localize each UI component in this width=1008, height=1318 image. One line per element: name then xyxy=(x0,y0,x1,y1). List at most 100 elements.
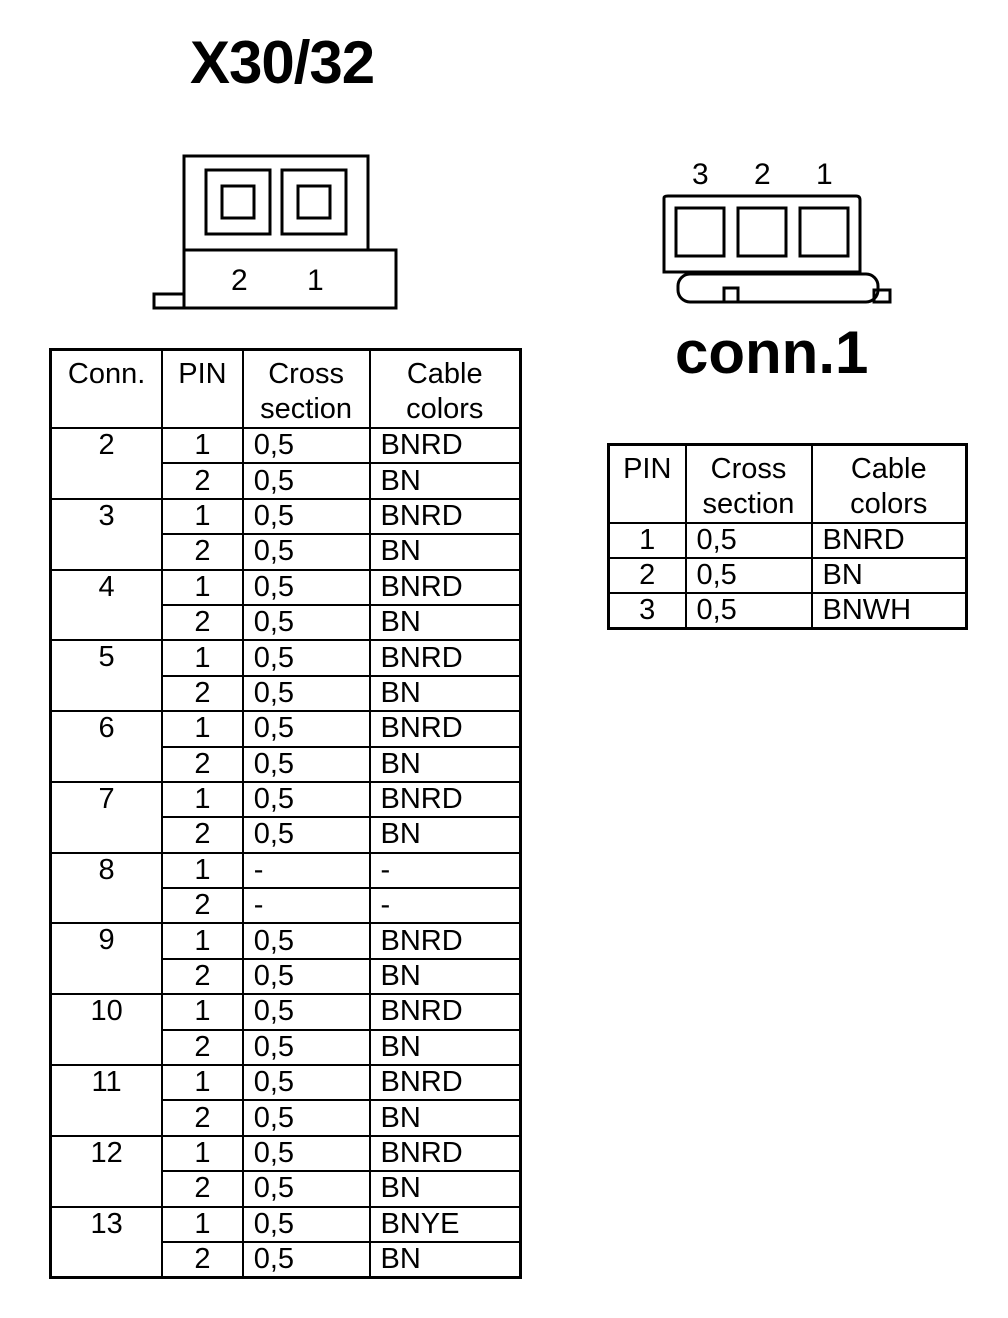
section-cell: 0,5 xyxy=(241,745,371,783)
section-cell: 0,5 xyxy=(241,639,371,677)
pin-cell: 2 xyxy=(161,603,244,642)
conn-cell: 3 xyxy=(49,497,164,571)
color-cell: BN xyxy=(368,1240,522,1279)
section-cell: 0,5 xyxy=(241,957,371,996)
conn1-pin-label: 2 xyxy=(754,158,771,191)
color-cell: - xyxy=(368,887,522,925)
color-cell: BN xyxy=(368,533,522,571)
pin-cell: 1 xyxy=(161,922,244,960)
section-cell: 0,5 xyxy=(241,497,371,536)
pin-cell: 3 xyxy=(607,592,687,629)
color-cell: BNYE xyxy=(368,1205,522,1243)
conn-cell: 2 xyxy=(49,427,164,500)
pin-cell: 2 xyxy=(161,745,244,783)
header-cable-colors: Cable colors xyxy=(368,348,522,429)
x30-32-title: X30/32 xyxy=(190,29,375,96)
color-cell: BNWH xyxy=(810,592,968,629)
conn-cell: 4 xyxy=(49,568,164,642)
pin-cell: 2 xyxy=(161,1028,244,1067)
section-cell: 0,5 xyxy=(241,533,371,571)
x30-pin-label: 1 xyxy=(307,264,324,297)
pin-cell: 1 xyxy=(161,639,244,677)
color-cell: BNRD xyxy=(368,710,522,748)
section-cell: - xyxy=(241,851,371,890)
x30-connector-drawing: 2 1 xyxy=(152,154,398,310)
pin-cell: 1 xyxy=(161,1134,244,1173)
color-cell: BNRD xyxy=(368,922,522,960)
pin-cell: 2 xyxy=(161,1170,244,1208)
section-cell: 0,5 xyxy=(241,780,371,819)
pin-cell: 1 xyxy=(161,1064,244,1102)
table-row: 1 0,5 BNRD xyxy=(607,522,968,559)
section-cell: 0,5 xyxy=(241,1170,371,1208)
table-row: 2 0,5 BN xyxy=(607,557,968,594)
conn-cell: 10 xyxy=(49,993,164,1067)
table-row: 3 0,5 BNWH xyxy=(607,592,968,629)
conn-cell: 11 xyxy=(49,1064,164,1137)
conn1-pin-label: 1 xyxy=(816,158,833,191)
color-cell: BNRD xyxy=(368,568,522,606)
color-cell: BNRD xyxy=(368,426,522,465)
section-cell: 0,5 xyxy=(241,462,371,500)
section-cell: 0,5 xyxy=(241,1205,371,1243)
color-cell: BNRD xyxy=(368,1064,522,1102)
section-cell: 0,5 xyxy=(241,603,371,642)
pin-cell: 1 xyxy=(161,851,244,890)
section-cell: 0,5 xyxy=(684,557,813,594)
section-cell: - xyxy=(241,887,371,925)
pin-cell: 1 xyxy=(607,522,687,559)
conn-cell: 5 xyxy=(49,639,164,713)
header-cross-section: Cross section xyxy=(241,348,371,429)
color-cell: BN xyxy=(368,745,522,783)
pin-cell: 2 xyxy=(161,957,244,996)
pin-cell: 2 xyxy=(161,1240,244,1279)
pin-cell: 1 xyxy=(161,993,244,1031)
header-pin: PIN xyxy=(607,443,687,524)
pin-cell: 1 xyxy=(161,497,244,536)
section-cell: 0,5 xyxy=(684,522,813,559)
table-row: 2-- xyxy=(51,887,522,925)
conn-cell: 7 xyxy=(49,780,164,854)
section-cell: 0,5 xyxy=(241,1099,371,1137)
conn1-table-body: 1 0,5 BNRD 2 0,5 BN 3 0,5 BNWH xyxy=(607,522,968,629)
pin-cell: 1 xyxy=(161,780,244,819)
section-cell: 0,5 xyxy=(241,568,371,606)
section-cell: 0,5 xyxy=(241,1028,371,1067)
x30-pin-label: 2 xyxy=(231,264,248,297)
color-cell: BN xyxy=(810,557,968,594)
pin-cell: 1 xyxy=(161,426,244,465)
pin-cell: 2 xyxy=(607,557,687,594)
section-cell: 0,5 xyxy=(684,592,813,629)
header-pin: PIN xyxy=(161,348,244,429)
pin-cell: 1 xyxy=(161,1205,244,1243)
color-cell: BN xyxy=(368,462,522,500)
section-cell: 0,5 xyxy=(241,1134,371,1173)
conn1-pin-table: PIN Cross section Cable colors 1 0,5 BNR… xyxy=(607,443,968,630)
section-cell: 0,5 xyxy=(241,426,371,465)
color-cell: BN xyxy=(368,674,522,713)
conn1-pin-label: 3 xyxy=(692,158,709,191)
color-cell: BNRD xyxy=(368,780,522,819)
color-cell: BN xyxy=(368,603,522,642)
section-cell: 0,5 xyxy=(241,993,371,1031)
section-cell: 0,5 xyxy=(241,922,371,960)
color-cell: BN xyxy=(368,816,522,854)
section-cell: 0,5 xyxy=(241,816,371,854)
color-cell: BNRD xyxy=(368,639,522,677)
